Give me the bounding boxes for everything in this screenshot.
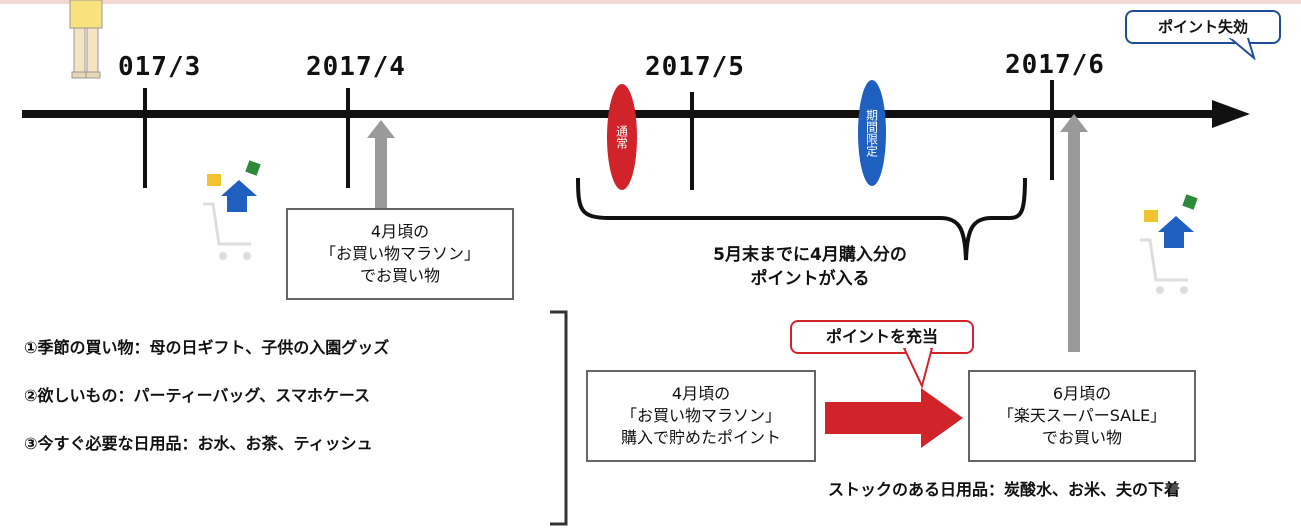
tick-march (143, 88, 147, 188)
points-arrival-note: 5月末までに4月購入分の ポイントが入る (650, 243, 970, 291)
june-shopping-line-1: 6月頃の (1052, 384, 1112, 403)
april-shopping-line-2: 「お買い物マラソン」 (319, 244, 480, 263)
stock-items-note: ストックのある日用品：炭酸水、お米、夫の下着 (828, 480, 1181, 499)
points-note-line-2: ポイントが入る (750, 269, 870, 289)
point-apply-callout: ポイントを充当 (790, 320, 974, 354)
tick-may (690, 92, 694, 190)
point-expire-label: ポイント失効 (1157, 18, 1248, 36)
point-expire-callout: ポイント失効 (1125, 10, 1281, 44)
list-bracket (550, 310, 568, 526)
purchase-list-item-3: ③今すぐ必要な日用品：お水、お茶、ティッシュ (24, 434, 373, 453)
period-brace (576, 177, 1027, 261)
june-shopping-box: 6月頃の 「楽天スーパーSALE」 でお買い物 (968, 370, 1196, 462)
gray-up-arrow-april (367, 120, 395, 210)
callout-tail (1228, 38, 1256, 60)
april-shopping-line-3: でお買い物 (359, 266, 440, 285)
timeline-label-may: 2017/5 (645, 52, 745, 82)
person-illustration (69, 0, 103, 79)
april-shopping-line-1: 4月頃の (370, 222, 430, 241)
shopping-cart-icon-left (203, 160, 261, 260)
timeline-label-march: 017/3 (118, 52, 202, 82)
gray-up-arrow-june (1060, 114, 1088, 352)
april-points-line-2: 「お買い物マラソン」 (620, 406, 781, 425)
top-accent-bar (0, 0, 1301, 4)
red-point-marker: 通常 (607, 84, 637, 190)
april-shopping-box: 4月頃の 「お買い物マラソン」 でお買い物 (286, 208, 514, 300)
point-apply-label: ポイントを充当 (825, 327, 938, 346)
timeline-label-june: 2017/6 (1005, 50, 1105, 80)
tick-june (1050, 80, 1054, 180)
points-note-line-1: 5月末までに4月購入分の (713, 245, 907, 265)
june-shopping-line-3: でお買い物 (1041, 428, 1122, 447)
april-points-box: 4月頃の 「お買い物マラソン」 購入で貯めたポイント (586, 370, 816, 462)
april-points-line-3: 購入で貯めたポイント (620, 428, 781, 447)
red-right-arrow (825, 388, 963, 448)
timeline-label-april: 2017/4 (306, 52, 406, 82)
purchase-list-item-1: ①季節の買い物：母の日ギフト、子供の入園グッズ (24, 338, 390, 357)
shopping-cart-icon-right (1140, 194, 1198, 294)
april-points-line-1: 4月頃の (671, 384, 731, 403)
purchase-list-item-2: ②欲しいもの：パーティーバッグ、スマホケース (24, 386, 371, 405)
blue-point-marker: 期間限定 (858, 80, 886, 186)
june-shopping-line-2: 「楽天スーパーSALE」 (997, 406, 1167, 425)
tick-april (346, 88, 350, 188)
point-apply-callout-tail (902, 348, 934, 389)
red-marker-label: 通常 (614, 125, 629, 149)
blue-marker-label: 期間限定 (864, 109, 879, 157)
